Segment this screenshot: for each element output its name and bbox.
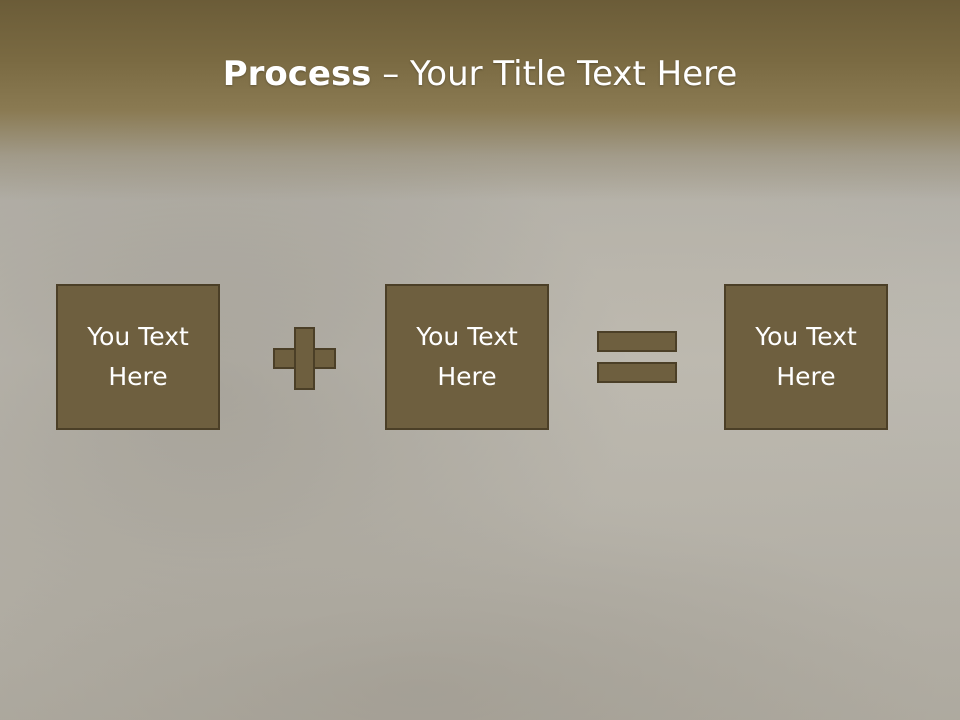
process-box-2-label: You Text Here [416,322,518,391]
process-box-3-label: You Text Here [755,322,857,391]
title-band [0,0,960,200]
equals-icon [597,331,677,383]
process-box-2: You Text Here [385,284,549,430]
process-box-1: You Text Here [56,284,220,430]
slide-title-rest: – Your Title Text Here [371,54,738,94]
process-box-1-label: You Text Here [87,322,189,391]
plus-icon [273,327,336,390]
process-box-3: You Text Here [724,284,888,430]
slide-title-bold: Process [222,54,372,94]
slide-title: Process – Your Title Text Here [0,52,960,96]
